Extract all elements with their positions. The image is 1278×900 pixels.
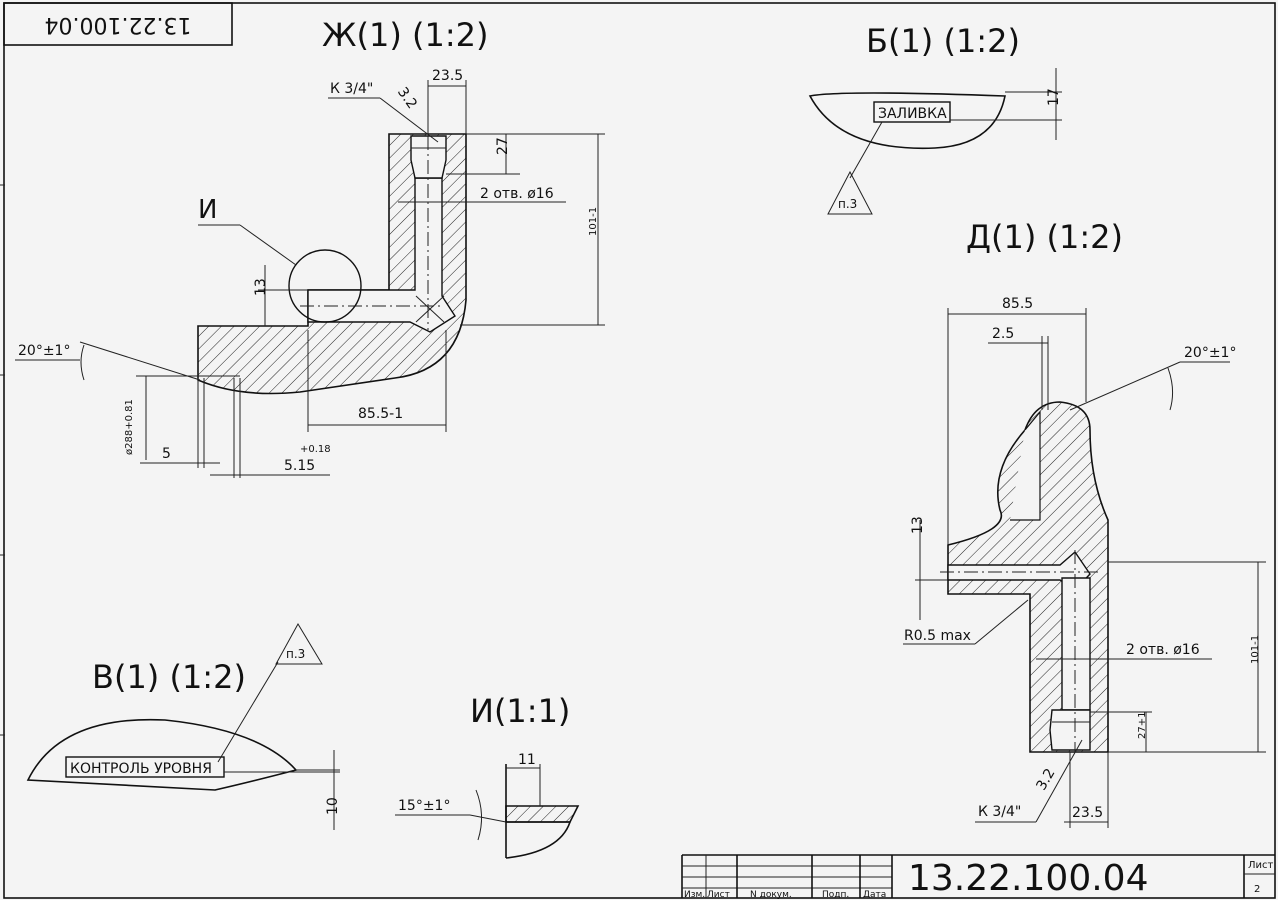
zh-dim-23-5: 23.5 bbox=[432, 68, 463, 84]
view-b-outline bbox=[808, 92, 1006, 150]
view-d-radius: R0.5 max bbox=[904, 628, 971, 644]
rotated-doc-number-text: 13.22.100.04 bbox=[45, 12, 192, 37]
view-b-title: Б(1) (1:2) bbox=[866, 22, 1020, 60]
view-v-dim-10: 10 bbox=[325, 797, 341, 815]
view-b: Б(1) (1:2) ЗАЛИВКА 17 п.3 bbox=[808, 22, 1062, 215]
tb-col-list: Лист bbox=[707, 890, 730, 900]
zh-roughness: 3.2 bbox=[394, 84, 420, 111]
zh-holes-label: 2 отв. ø16 bbox=[480, 186, 554, 202]
zh-diameter: ø288+0.81 bbox=[124, 399, 135, 455]
tb-sheet-label: Лист bbox=[1248, 860, 1274, 871]
view-d-angle: 20°±1° bbox=[1184, 345, 1236, 361]
detail-circle-i bbox=[288, 249, 362, 323]
view-i: И(1:1) 11 15°±1° bbox=[395, 692, 580, 859]
zh-dim-5: 5 bbox=[162, 446, 171, 462]
view-d-dim-101: 101-1 bbox=[1250, 635, 1261, 664]
tb-col-izm: Изм. bbox=[684, 890, 705, 900]
view-v-note: п.3 bbox=[286, 647, 305, 661]
view-i-angle: 15°±1° bbox=[398, 798, 450, 814]
view-v: В(1) (1:2) КОНТРОЛЬ УРОВНЯ 10 п.3 bbox=[26, 622, 341, 830]
view-d-dim-2-5: 2.5 bbox=[992, 326, 1014, 342]
view-d-title: Д(1) (1:2) bbox=[966, 218, 1123, 256]
tb-sheet-number: 2 bbox=[1254, 884, 1260, 895]
rotated-doc-number: 13.22.100.04 bbox=[3, 2, 233, 46]
tb-number: 13.22.100.04 bbox=[908, 858, 1148, 899]
detail-ref-i: И bbox=[198, 195, 217, 225]
zh-dim-85-5: 85.5-1 bbox=[358, 406, 403, 422]
view-d-dim-23-5: 23.5 bbox=[1072, 805, 1103, 821]
zh-dim-27: 27 bbox=[495, 137, 511, 155]
view-d-thread: К 3/4" bbox=[978, 804, 1021, 820]
view-b-label: ЗАЛИВКА bbox=[878, 106, 947, 122]
view-i-title: И(1:1) bbox=[470, 692, 570, 730]
zh-dim-5-15: 5.15 bbox=[284, 458, 315, 474]
view-d-dim-13: 13 bbox=[910, 516, 926, 534]
title-block: Изм. Лист N докум. Подп. Дата 13.22.100.… bbox=[681, 854, 1275, 900]
view-v-label: КОНТРОЛЬ УРОВНЯ bbox=[70, 761, 212, 777]
tb-col-sign: Подп. bbox=[822, 890, 849, 900]
view-d-holes: 2 отв. ø16 bbox=[1126, 642, 1200, 658]
view-b-dim-17: 17 bbox=[1046, 88, 1062, 106]
view-d: Д(1) (1:2) 85.5 2.5 20°±1° 13 R0.5 max bbox=[903, 218, 1266, 828]
view-b-note: п.3 bbox=[838, 197, 857, 211]
zh-dim-13: 13 bbox=[253, 278, 269, 296]
tb-col-date: Дата bbox=[863, 890, 886, 900]
view-i-dim-11: 11 bbox=[518, 752, 536, 768]
view-v-title: В(1) (1:2) bbox=[92, 658, 246, 696]
view-zh-title: Ж(1) (1:2) bbox=[322, 16, 488, 54]
view-zh: Ж(1) (1:2) И К 3/4" 3.2 23.5 27 2 о bbox=[15, 16, 605, 478]
view-d-dim-27: 27+1 bbox=[1137, 712, 1148, 739]
zh-thread-label: К 3/4" bbox=[330, 81, 373, 97]
zh-tol-018: +0.18 bbox=[300, 444, 331, 455]
tb-col-doc: N докум. bbox=[750, 890, 792, 900]
zh-dim-101: 101-1 bbox=[588, 207, 599, 236]
view-d-dim-85-5: 85.5 bbox=[1002, 296, 1033, 312]
view-v-outline bbox=[26, 718, 298, 791]
zh-angle: 20°±1° bbox=[18, 343, 70, 359]
view-i-section bbox=[505, 805, 580, 823]
sheet-frame bbox=[3, 2, 1276, 899]
